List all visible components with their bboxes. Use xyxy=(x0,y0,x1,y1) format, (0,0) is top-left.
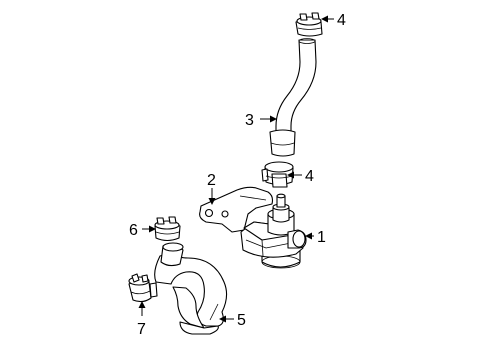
leader-lines xyxy=(138,15,334,323)
callout-3: 3 xyxy=(245,112,254,129)
callout-4-middle: 4 xyxy=(305,168,314,185)
callout-labels: 4 3 2 4 1 6 5 7 xyxy=(129,12,346,338)
callout-4-top: 4 xyxy=(337,12,346,29)
upper-coolant-hose xyxy=(269,38,317,157)
hose-clamp-top xyxy=(295,12,323,37)
lower-coolant-hose xyxy=(154,242,228,335)
mounting-bracket xyxy=(199,186,274,233)
water-pump xyxy=(240,193,307,269)
callout-7: 7 xyxy=(137,321,146,338)
callout-1: 1 xyxy=(317,229,326,246)
hose-clamp-left xyxy=(154,216,181,242)
callout-2: 2 xyxy=(207,172,216,189)
callout-6: 6 xyxy=(129,222,138,239)
hose-clamp-bottom xyxy=(128,273,158,303)
hose-clamp-middle xyxy=(261,161,294,188)
callout-5: 5 xyxy=(237,312,246,329)
